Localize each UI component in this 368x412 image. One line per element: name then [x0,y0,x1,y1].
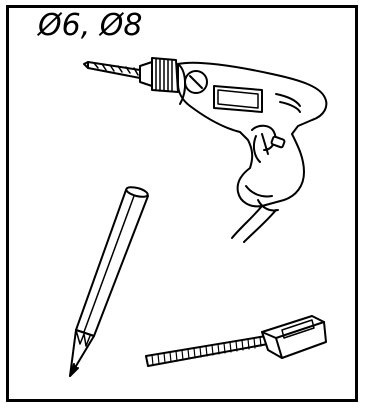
drill-bit-icon [84,62,140,78]
drill-chuck-icon [140,58,178,92]
pencil-icon [70,185,149,376]
tape-measure-icon [146,316,326,366]
